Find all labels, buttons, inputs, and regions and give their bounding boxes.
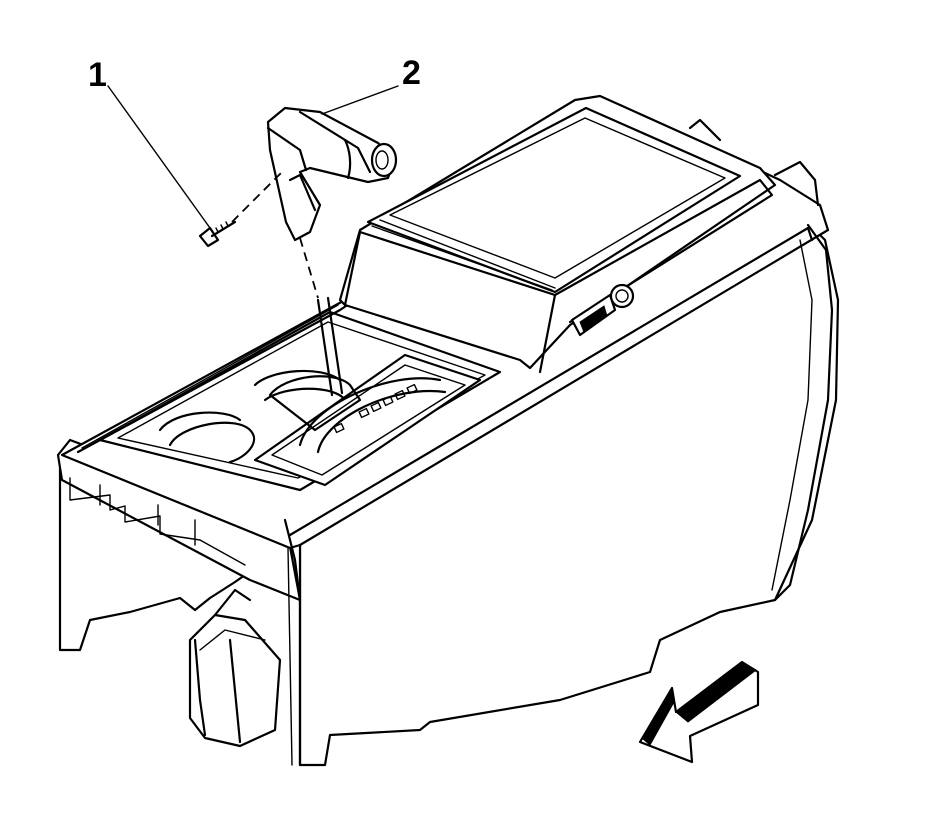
rear-vent-bin [188,588,282,748]
shift-lever-shaft [316,296,344,397]
screw [198,220,237,248]
armrest-lid [338,94,820,374]
front-arrow-icon [638,660,760,764]
shifter-tray [98,310,502,492]
leader-line-2 [321,85,399,115]
callout-1: 1 [88,56,107,94]
callout-2: 2 [402,54,421,92]
shift-indicator-plate [253,353,482,487]
shift-lever-handle [266,106,398,242]
install-path-handle [299,237,319,299]
leader-line-1 [107,85,211,229]
install-path-screw [231,171,283,223]
